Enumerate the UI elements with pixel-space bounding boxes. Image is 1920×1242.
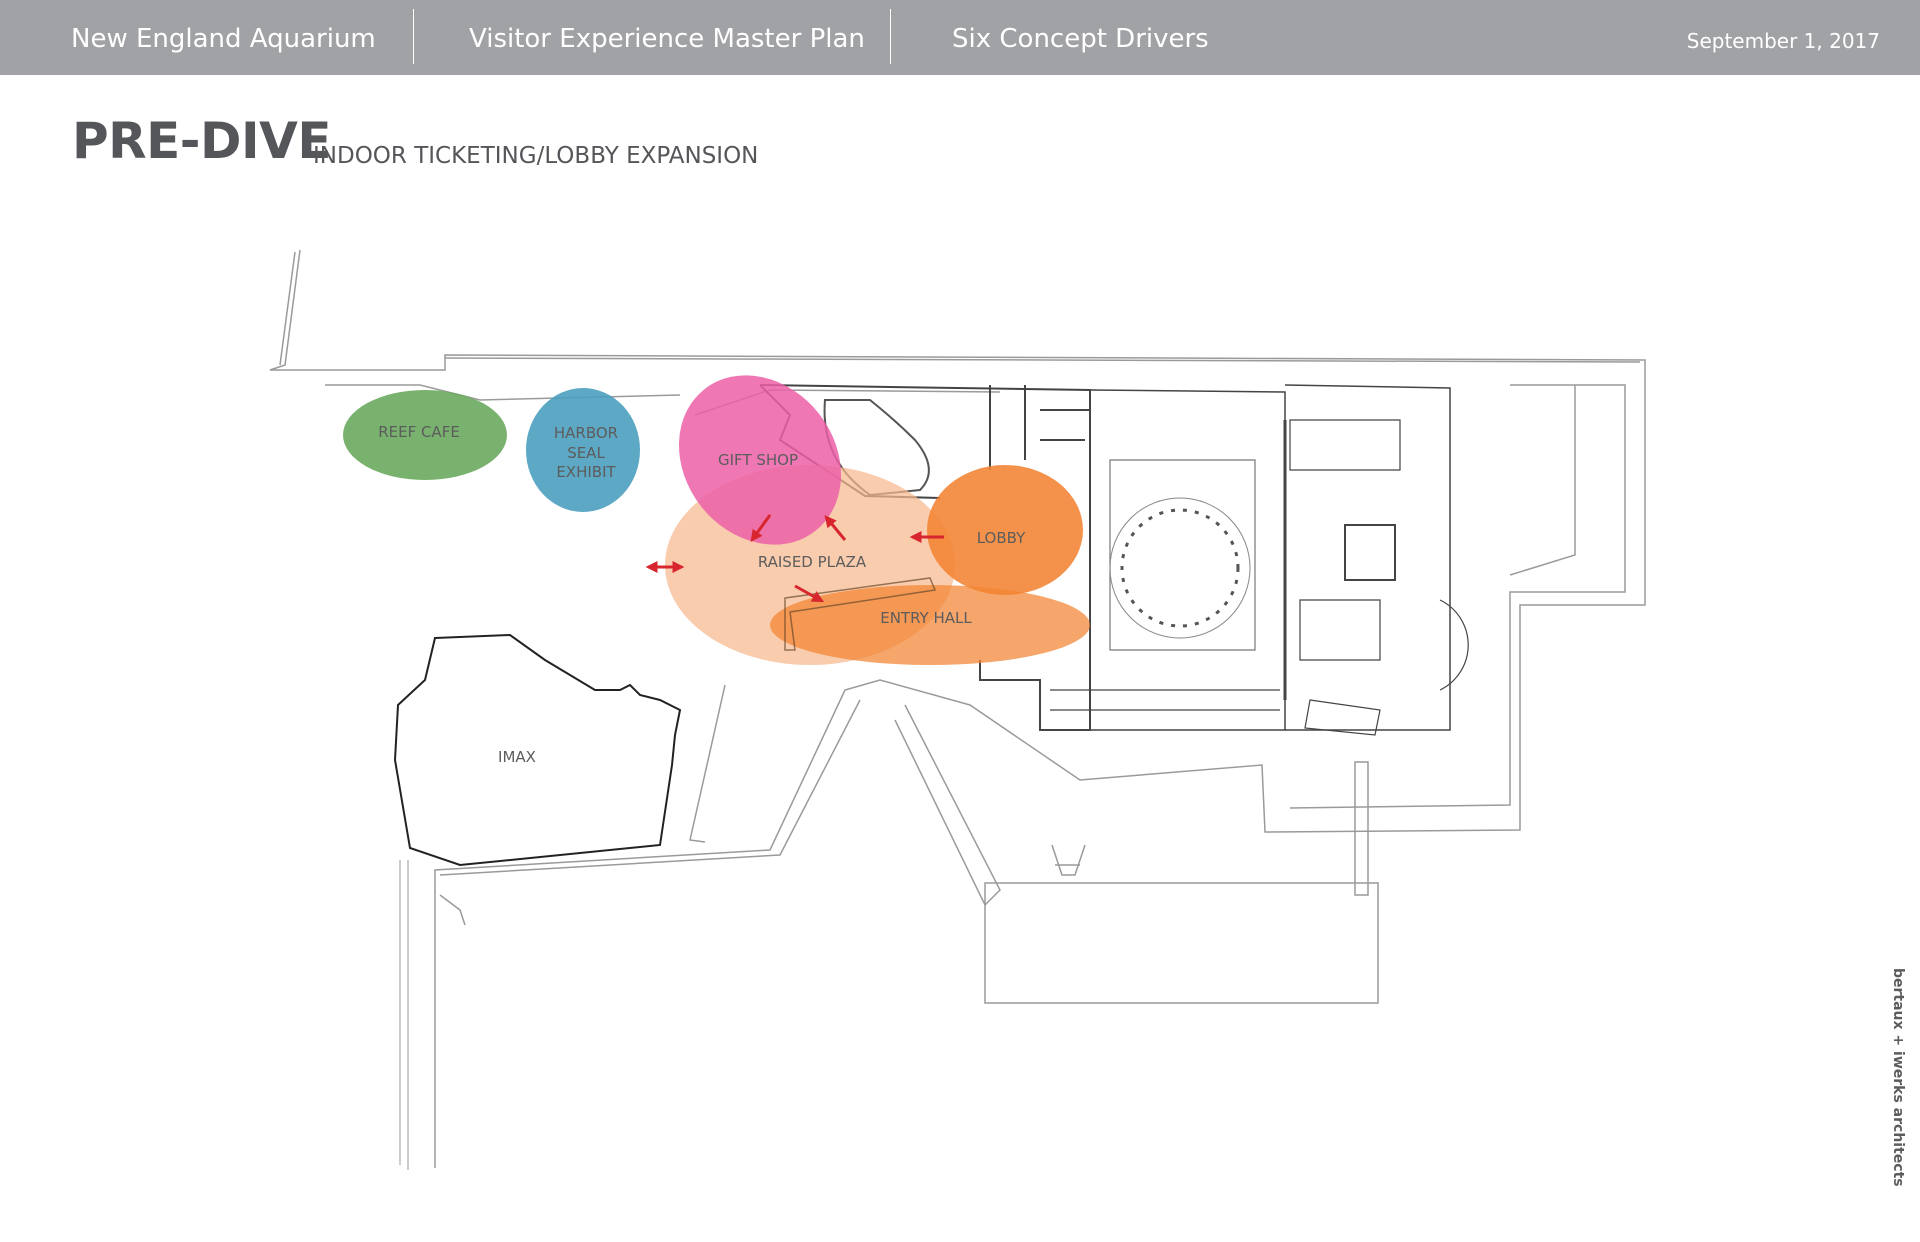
gift-shop-label: GIFT SHOP [718, 451, 798, 469]
arrow-icon [750, 514, 772, 542]
imax-building [393, 633, 682, 867]
page-title: PRE-DIVE [72, 112, 332, 170]
circulation-arrows [645, 514, 944, 603]
header-client: New England Aquarium [71, 24, 376, 54]
gift-shop-zone [678, 375, 842, 545]
raised-plaza-label: RAISED PLAZA [758, 553, 867, 571]
lobby-label: LOBBY [977, 529, 1026, 547]
architect-credit: bertaux + iwerks architects [1890, 968, 1906, 1187]
header-bar: New England Aquarium Visitor Experience … [0, 0, 1920, 75]
entry-hall-label: ENTRY HALL [880, 609, 972, 627]
header-section: Six Concept Drivers [952, 24, 1209, 54]
harbor-seal-label-2: SEAL [567, 444, 605, 462]
building-outline [269, 249, 1646, 1170]
header-divider [413, 9, 414, 64]
entry-hall-zone [770, 585, 1090, 665]
harbor-seal-label-1: HARBOR [554, 424, 618, 442]
arrow-icon [824, 515, 847, 541]
imax-label: IMAX [498, 748, 536, 766]
entry-hall-wall [784, 577, 937, 651]
harbor-seal-label-3: EXHIBIT [556, 463, 616, 481]
arrow-icon [794, 584, 825, 603]
header-divider [890, 9, 891, 64]
header-date: September 1, 2017 [1686, 29, 1880, 53]
lobby-zone [927, 465, 1083, 595]
reef-cafe-zone [343, 390, 507, 480]
reef-cafe-label: REEF CAFE [378, 423, 460, 441]
harbor-seal-zone [526, 388, 640, 512]
page-subtitle: INDOOR TICKETING/LOBBY EXPANSION [313, 143, 759, 169]
header-project: Visitor Experience Master Plan [469, 24, 865, 54]
building-interior [759, 384, 1469, 736]
